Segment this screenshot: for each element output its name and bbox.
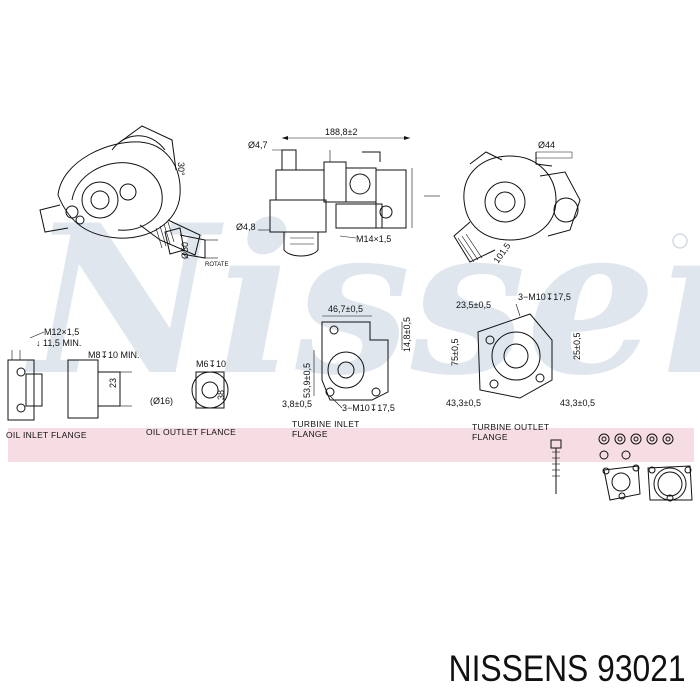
svg-text:3,8±0,5: 3,8±0,5 (282, 399, 312, 409)
svg-text:23,5±0,5: 23,5±0,5 (456, 300, 491, 310)
oil-outlet-flange-drawing: 23 M8↧10 MIN. M6↧10 (Ø16) 38 (67, 350, 229, 419)
oil-inlet-flange-drawing: M12×1,5 ↓ 11,5 MIN. (7, 327, 81, 421)
svg-text:↓ 11,5 MIN.: ↓ 11,5 MIN. (36, 338, 81, 348)
nut-icons (598, 433, 674, 445)
svg-text:M8↧10 MIN.: M8↧10 MIN. (88, 350, 140, 360)
oil-outlet-flange-label: OIL OUTLET FLANCE (146, 427, 236, 437)
registered-mark-icon (672, 233, 688, 249)
svg-text:3−M10↧17,5: 3−M10↧17,5 (518, 292, 571, 302)
svg-text:43,3±0,5: 43,3±0,5 (560, 398, 595, 408)
svg-text:46,7±0,5: 46,7±0,5 (328, 304, 363, 314)
svg-text:23: 23 (108, 378, 118, 388)
svg-text:Ø44: Ø44 (538, 140, 555, 150)
part-title: NISSENS 93021 (448, 648, 686, 689)
svg-text:188,8±2: 188,8±2 (325, 127, 357, 137)
turbine-outlet-flange-label-1: TURBINE OUTLET (472, 422, 549, 432)
svg-text:53,9±0,5: 53,9±0,5 (302, 363, 312, 398)
svg-text:3−M10↧17,5: 3−M10↧17,5 (342, 403, 395, 413)
svg-text:14,8±0,5: 14,8±0,5 (402, 317, 412, 352)
flange-band (8, 428, 694, 462)
svg-text:Ø4,7: Ø4,7 (248, 140, 268, 150)
svg-text:43,3±0,5: 43,3±0,5 (446, 398, 481, 408)
svg-text:Ø50: Ø50 (180, 242, 190, 259)
svg-text:M6↧10: M6↧10 (196, 359, 226, 369)
svg-text:M12×1,5: M12×1,5 (44, 327, 79, 337)
accessory-parts (550, 433, 693, 502)
oil-inlet-flange-label: OIL INLET FLANGE (6, 430, 87, 440)
turbine-outlet-flange-drawing: 23,5±0,5 3−M10↧17,5 75±0,5 25±0,5 43,3±0… (446, 292, 595, 408)
brand-watermark: Nissens (24, 181, 700, 421)
svg-text:ROTATE: ROTATE (205, 262, 228, 268)
svg-text:(Ø16): (Ø16) (150, 396, 173, 406)
svg-text:30°: 30° (176, 162, 186, 176)
svg-text:25±0,5: 25±0,5 (572, 333, 582, 360)
svg-text:38: 38 (216, 390, 226, 400)
svg-text:M14×1,5: M14×1,5 (356, 234, 391, 244)
svg-text:75±0,5: 75±0,5 (450, 339, 460, 366)
turbine-inlet-flange-label-1: TURBINE INLET (292, 419, 360, 429)
turbine-inlet-flange-label-2: FLANGE (292, 429, 328, 439)
turbine-inlet-flange-drawing: 46,7±0,5 14,8±0,5 53,9±0,5 3,8±0,5 3−M10… (282, 304, 412, 413)
turbo-view-left: 30° Ø50 ROTATE (39, 125, 228, 268)
svg-text:Ø4,8: Ø4,8 (236, 222, 256, 232)
turbine-outlet-flange-label-2: FLANGE (472, 432, 508, 442)
turbo-view-middle: 188,8±2 Ø4,7 Ø4,8 M14×1,5 (236, 127, 440, 257)
